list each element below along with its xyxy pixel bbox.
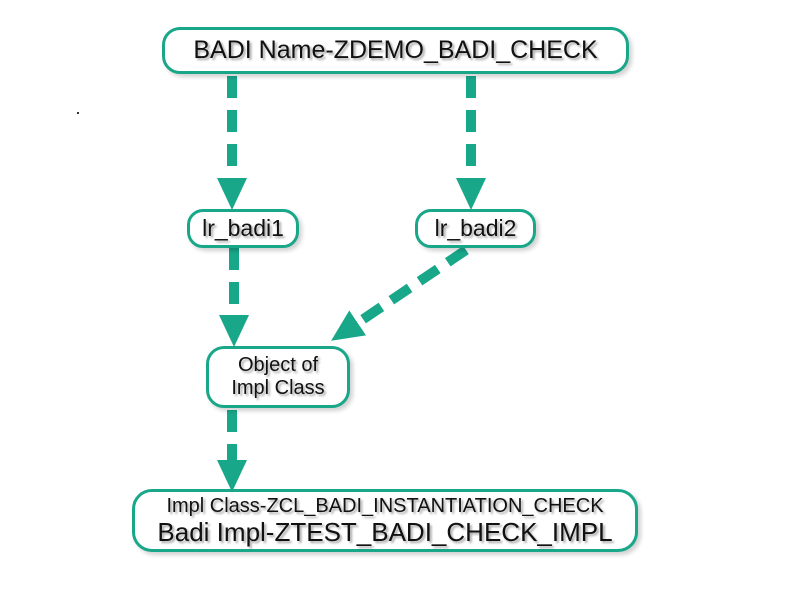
badi-name-node: BADI Name-ZDEMO_BADI_CHECK [162, 27, 629, 74]
stray-dot [77, 112, 79, 114]
lr-badi2-node: lr_badi2 [415, 209, 536, 248]
impl-class-label: Impl Class-ZCL_BADI_INSTANTIATION_CHECK [166, 494, 604, 517]
badi-impl-label: Badi Impl-ZTEST_BADI_CHECK_IMPL [157, 516, 613, 547]
object-label-line2: Impl Class [231, 377, 325, 399]
lr-badi1-label: lr_badi1 [202, 215, 284, 241]
arrow-lr-badi2-to-object [331, 245, 469, 341]
object-label-line1: Object of [237, 354, 319, 376]
lr-badi1-node: lr_badi1 [187, 209, 299, 248]
badi-name-label: BADI Name-ZDEMO_BADI_CHECK [193, 36, 598, 64]
lr-badi2-label: lr_badi2 [434, 215, 517, 241]
impl-class-node: Impl Class-ZCL_BADI_INSTANTIATION_CHECK … [132, 489, 638, 552]
edges-layer [217, 76, 486, 492]
object-impl-class-node: Object of Impl Class [206, 346, 350, 408]
